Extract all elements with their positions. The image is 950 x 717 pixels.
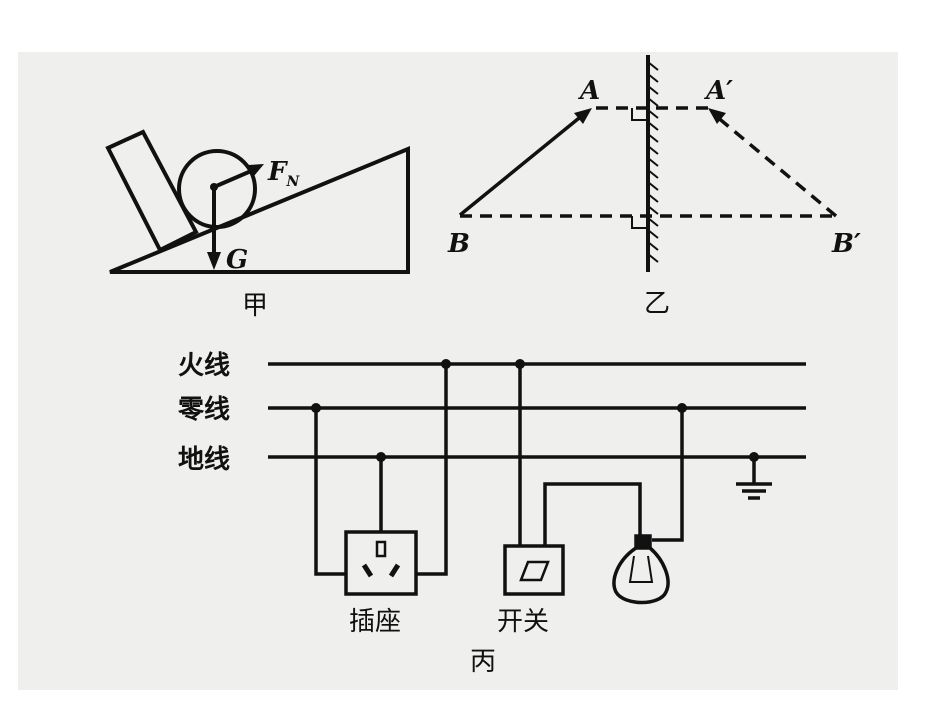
gravity-label: G (226, 245, 248, 275)
socket-right-hole (388, 563, 401, 578)
light-bulb (612, 546, 670, 605)
figure-bing-caption: 丙 (470, 647, 496, 677)
junction-dot (441, 359, 451, 369)
incline-wedge (109, 146, 410, 274)
normal-force-arrowhead (248, 164, 264, 176)
label-point-a-image: A′ (703, 76, 733, 106)
normal-force-label: FN (267, 157, 300, 190)
switch-to-bulb-lead (543, 482, 642, 546)
switch-rocker (519, 560, 550, 582)
socket-left-hole (361, 563, 374, 578)
figure-bing (268, 362, 806, 605)
label-point-b-image: B′ (831, 229, 861, 259)
bulb-neutral-lead (652, 408, 684, 542)
scanned-paper (18, 52, 898, 690)
label-point-b: B (447, 229, 470, 259)
switch-label: 开关 (497, 607, 549, 637)
leaning-board (105, 129, 199, 253)
socket-live-lead (416, 364, 448, 576)
junction-dot (515, 359, 525, 369)
object-arrowhead (574, 108, 592, 124)
image-arrow-ab (714, 114, 838, 218)
ground-wire-label: 地线 (178, 445, 230, 475)
junction-dot (376, 452, 386, 462)
bulb-base (634, 534, 652, 550)
object-arrow-ab (458, 112, 586, 217)
socket-ground-hole (375, 540, 387, 558)
normal-force-arrow (213, 166, 259, 189)
bulb-filament (628, 555, 654, 583)
switch-box (503, 544, 565, 596)
junction-dot (311, 403, 321, 413)
label-point-a: A (577, 76, 600, 106)
figure-jia-caption: 甲 (242, 291, 268, 321)
junction-dot (749, 452, 759, 462)
right-angle-mark-top (631, 108, 648, 121)
socket-label: 插座 (349, 607, 401, 637)
neutral-wire-label: 零线 (178, 395, 230, 425)
figure-yi (458, 55, 838, 272)
mirror-hatching (647, 61, 659, 263)
gravity-arrowhead (207, 252, 221, 270)
right-angle-mark-bottom (631, 216, 648, 229)
figure-jia (105, 129, 410, 274)
junction-dots (311, 359, 759, 462)
junction-dot (677, 403, 687, 413)
image-arrowhead (708, 108, 726, 124)
ball (177, 149, 257, 229)
socket-neutral-lead (314, 408, 346, 576)
figure-yi-caption: 乙 (644, 289, 670, 319)
live-wire-label: 火线 (178, 351, 230, 381)
